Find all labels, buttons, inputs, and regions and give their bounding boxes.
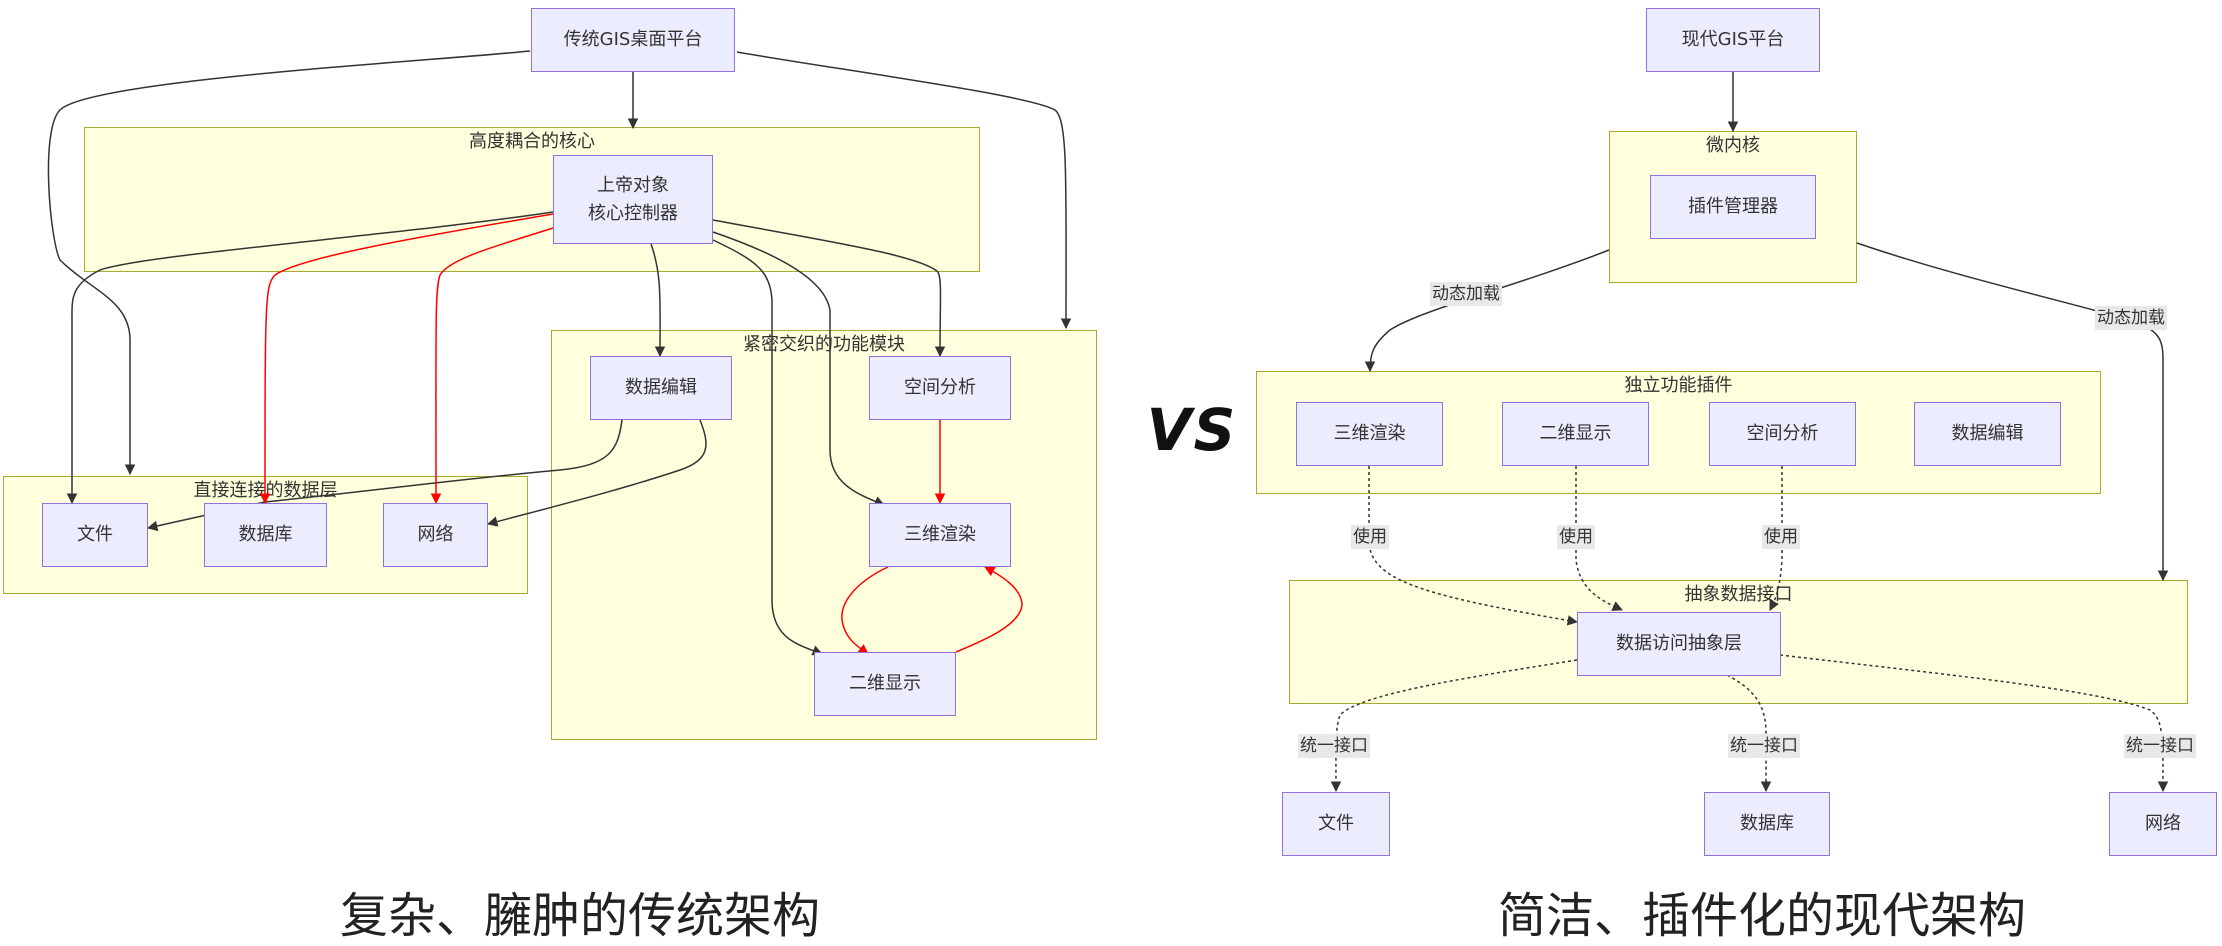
- spatial-analysis-module-label: 空间分析: [904, 377, 976, 398]
- edge-2d-to-3d-red: [955, 566, 1023, 653]
- unified-interface-label-2: 统一接口: [1728, 734, 1800, 758]
- edge-core-to-file: [66, 211, 554, 505]
- data-edit-module-node: 数据编辑: [590, 356, 732, 420]
- 3d-render-plugin-label: 三维渲染: [1333, 423, 1406, 444]
- data-access-abstraction-node: 数据访问抽象层: [1577, 612, 1781, 676]
- data-access-abstraction-label: 数据访问抽象层: [1616, 633, 1742, 654]
- edge-core-to-db-red: [259, 213, 554, 505]
- plugin-manager-node: 插件管理器: [1650, 175, 1816, 239]
- edge-dal-to-db: [1726, 674, 1772, 793]
- network-label-left: 网络: [417, 524, 454, 545]
- data-edit-plugin-label: 数据编辑: [1951, 423, 2024, 444]
- database-label-left: 数据库: [238, 524, 293, 545]
- traditional-caption: 复杂、臃肿的传统架构: [340, 888, 821, 944]
- file-label-right: 文件: [1318, 813, 1354, 834]
- edge-core-to-dataedit: [650, 243, 666, 358]
- 2d-display-plugin-label: 二维显示: [1539, 423, 1612, 444]
- core-controller-label: 核心控制器: [588, 202, 678, 224]
- edge-top-to-file: [47, 50, 531, 476]
- modules-cluster-label: 紧密交织的功能模块: [743, 334, 905, 355]
- network-label-right: 网络: [2145, 813, 2181, 834]
- 3d-render-plugin-node: 三维渲染: [1296, 402, 1443, 466]
- edge-kernel-to-abstract: [1856, 242, 2169, 582]
- traditional-platform-label: 传统GIS桌面平台: [563, 29, 703, 50]
- 2d-display-module-label: 二维显示: [849, 673, 921, 694]
- edge-kernel-to-plugins: [1364, 249, 1610, 373]
- database-node-right: 数据库: [1704, 792, 1830, 856]
- unified-interface-label-3: 统一接口: [2124, 734, 2196, 758]
- data-edit-module-label: 数据编辑: [625, 377, 697, 398]
- file-node-left: 文件: [42, 503, 148, 567]
- microkernel-cluster-label: 微内核: [1706, 135, 1760, 156]
- network-node-left: 网络: [383, 503, 488, 567]
- modern-caption: 简洁、插件化的现代架构: [1498, 888, 2027, 944]
- unified-interface-label-1: 统一接口: [1298, 734, 1370, 758]
- traditional-platform-node: 传统GIS桌面平台: [531, 8, 735, 72]
- 3d-render-module-node: 三维渲染: [869, 503, 1011, 567]
- file-node-right: 文件: [1282, 792, 1390, 856]
- spatial-analysis-module-node: 空间分析: [869, 356, 1011, 420]
- spatial-analysis-plugin-label: 空间分析: [1746, 423, 1819, 444]
- modern-platform-node: 现代GIS平台: [1646, 8, 1820, 72]
- 2d-display-plugin-node: 二维显示: [1502, 402, 1649, 466]
- vs-label: VS: [1146, 396, 1238, 464]
- plugins-cluster-label: 独立功能插件: [1624, 375, 1733, 396]
- data-edit-plugin-node: 数据编辑: [1914, 402, 2061, 466]
- dynamic-load-label-right: 动态加载: [2095, 306, 2167, 330]
- 2d-display-module-node: 二维显示: [814, 652, 956, 716]
- modern-platform-label: 现代GIS平台: [1681, 29, 1785, 50]
- edge-dal-to-net: [1779, 654, 2169, 793]
- plugin-manager-label: 插件管理器: [1688, 196, 1778, 217]
- edge-core-to-spatial: [712, 219, 946, 358]
- edge-2d-plugin-to-dal: [1575, 466, 1623, 611]
- edge-dataedit-to-net: [486, 419, 707, 527]
- god-object-label: 上帝对象: [597, 174, 669, 196]
- use-label-2: 使用: [1557, 525, 1595, 549]
- edge-dataedit-to-file: [146, 419, 623, 532]
- abstract-interface-cluster-label: 抽象数据接口: [1684, 584, 1793, 605]
- spatial-analysis-plugin-node: 空间分析: [1709, 402, 1856, 466]
- database-node-left: 数据库: [204, 503, 327, 567]
- edge-3d-plugin-to-dal: [1368, 466, 1579, 626]
- edge-3d-to-2d-red: [841, 566, 889, 655]
- use-label-1: 使用: [1351, 525, 1389, 549]
- god-object-core-node: 上帝对象 核心控制器: [553, 155, 713, 244]
- edge-core-to-2d: [712, 239, 823, 656]
- file-label-left: 文件: [77, 524, 113, 545]
- core-cluster-label: 高度耦合的核心: [469, 131, 595, 152]
- dynamic-load-label-left: 动态加载: [1430, 282, 1502, 306]
- 3d-render-module-label: 三维渲染: [904, 524, 976, 545]
- core-cluster: 高度耦合的核心: [84, 127, 980, 272]
- edge-top-to-modules: [736, 51, 1072, 330]
- database-label-right: 数据库: [1740, 813, 1794, 834]
- edge-core-to-3d: [712, 231, 885, 507]
- network-node-right: 网络: [2109, 792, 2217, 856]
- use-label-3: 使用: [1762, 525, 1800, 549]
- edge-dal-to-file: [1330, 659, 1578, 793]
- edge-core-to-net-red: [430, 227, 554, 505]
